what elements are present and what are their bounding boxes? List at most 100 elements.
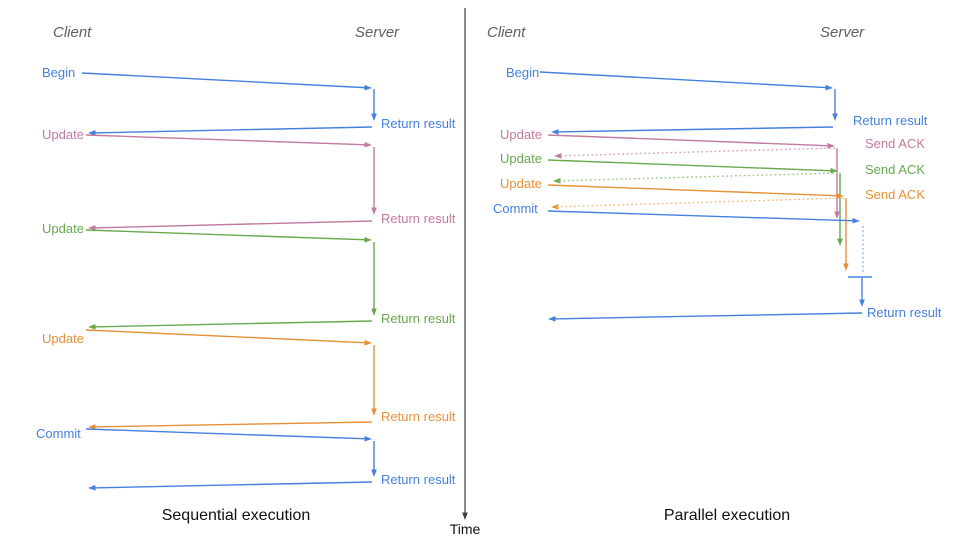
parallel-update-2-label: Update bbox=[500, 151, 542, 166]
sequential-update-1-label: Update bbox=[42, 127, 84, 142]
sequential-update-2-processing-arrow bbox=[371, 242, 377, 316]
parallel-update-1-request-arrowhead bbox=[827, 142, 835, 149]
parallel-update-2-processing-arrowhead bbox=[837, 238, 843, 246]
sequential-return-result-update-3-label: Return result bbox=[381, 409, 456, 424]
parallel-send-ack-2-label: Send ACK bbox=[865, 162, 925, 177]
sequential-commit-request-arrow bbox=[85, 428, 372, 442]
parallel-update-1-request-arrow bbox=[547, 134, 835, 149]
parallel-update-2-ack-line bbox=[557, 172, 839, 182]
sequential-commit-processing-arrow bbox=[371, 441, 377, 477]
parallel-update-3-ack-arrowhead bbox=[551, 203, 559, 210]
parallel-update-2-request-line bbox=[547, 159, 834, 172]
sequential-update-2-request-arrow bbox=[85, 229, 372, 243]
sequential-update-3-request-arrow bbox=[85, 329, 372, 346]
sequential-commit-return-line bbox=[92, 481, 373, 489]
parallel-commit-request-arrowhead bbox=[852, 217, 860, 224]
sequential-update-1-request-line bbox=[85, 134, 368, 146]
parallel-commit-finalize-arrow bbox=[859, 278, 865, 307]
sequential-update-3-return-arrowhead bbox=[88, 424, 96, 430]
sequential-return-result-update-1-label: Return result bbox=[381, 211, 456, 226]
parallel-update-1-request-line bbox=[547, 134, 831, 147]
parallel-send-ack-3-label: Send ACK bbox=[865, 187, 925, 202]
parallel-return-result-commit-label: Return result bbox=[867, 305, 942, 320]
parallel-update-2-ack-arrowhead bbox=[553, 177, 561, 184]
sequential-update-2-processing-arrowhead bbox=[371, 308, 377, 316]
parallel-update-2-processing-arrow bbox=[837, 173, 843, 246]
parallel-update-1-processing-arrow bbox=[834, 148, 840, 219]
parallel-begin-return-line bbox=[555, 126, 834, 133]
sequential-update-2-return-line bbox=[92, 320, 373, 328]
sequential-commit-request-arrowhead bbox=[364, 435, 372, 442]
sequential-return-result-update-2-label: Return result bbox=[381, 311, 456, 326]
sequential-commit-processing-arrowhead bbox=[371, 469, 377, 477]
parallel-update-2-ack-arrow bbox=[553, 172, 839, 184]
parallel-commit-return-arrowhead bbox=[548, 316, 556, 322]
parallel-update-2-request-arrowhead bbox=[830, 167, 838, 174]
parallel-server-header: Server bbox=[820, 24, 865, 41]
sequential-update-2-request-line bbox=[85, 229, 368, 241]
sequential-update-2-request-arrowhead bbox=[364, 236, 372, 243]
parallel-begin-request-arrowhead bbox=[825, 84, 833, 91]
parallel-commit-label: Commit bbox=[493, 201, 538, 216]
sequential-begin-request-arrowhead bbox=[364, 84, 372, 91]
sequential-begin-return-arrowhead bbox=[88, 130, 96, 136]
sequential-update-3-request-arrowhead bbox=[364, 339, 372, 346]
sequential-return-result-commit-label: Return result bbox=[381, 472, 456, 487]
sequential-update-3-label: Update bbox=[42, 331, 84, 346]
sequential-commit-return-arrowhead bbox=[88, 485, 96, 491]
sequential-update-1-request-arrow bbox=[85, 134, 372, 148]
sequential-update-3-processing-arrowhead bbox=[371, 408, 377, 416]
parallel-update-3-ack-arrow bbox=[551, 197, 845, 210]
sequential-update-3-return-arrow bbox=[88, 421, 373, 430]
parallel-commit-return-arrow bbox=[548, 312, 863, 322]
sequential-update-2-label: Update bbox=[42, 221, 84, 236]
sequential-server-header: Server bbox=[355, 24, 400, 41]
sequential-commit-label: Commit bbox=[36, 426, 81, 441]
parallel-update-3-label: Update bbox=[500, 176, 542, 191]
time-axis-arrow bbox=[462, 8, 468, 520]
sequential-begin-request-line bbox=[81, 72, 368, 89]
sequential-update-3-processing-arrow bbox=[371, 345, 377, 416]
parallel-send-ack-1-label: Send ACK bbox=[865, 136, 925, 151]
time-axis-arrowhead bbox=[462, 512, 468, 520]
parallel-update-3-ack-line bbox=[555, 197, 845, 208]
parallel-update-1-ack-arrow bbox=[554, 147, 836, 159]
parallel-begin-return-arrowhead bbox=[551, 129, 559, 135]
parallel-commit-finalize-arrowhead bbox=[859, 299, 865, 307]
sequential-commit-request-line bbox=[85, 428, 368, 440]
sequential-update-1-return-line bbox=[92, 220, 373, 229]
parallel-update-1-label: Update bbox=[500, 127, 542, 142]
parallel-update-1-ack-arrowhead bbox=[554, 152, 562, 159]
parallel-update-3-processing-arrowhead bbox=[843, 263, 849, 271]
sequential-update-1-return-arrow bbox=[88, 220, 373, 231]
parallel-update-1-processing-arrowhead bbox=[834, 211, 840, 219]
sequential-update-2-return-arrowhead bbox=[88, 324, 96, 330]
sequential-update-1-return-arrowhead bbox=[88, 225, 96, 231]
sequential-update-2-return-arrow bbox=[88, 320, 373, 330]
parallel-commit-request-arrow bbox=[547, 210, 860, 224]
parallel-begin-label: Begin bbox=[506, 65, 539, 80]
parallel-commit-request-line bbox=[547, 210, 856, 222]
sequential-caption: Sequential execution bbox=[162, 507, 311, 524]
time-axis-label: Time bbox=[450, 521, 481, 537]
parallel-begin-request-arrow bbox=[539, 71, 833, 91]
parallel-update-3-request-arrow bbox=[547, 184, 844, 199]
sequential-begin-processing-arrow bbox=[371, 89, 377, 121]
sequential-update-3-return-line bbox=[92, 421, 373, 428]
parallel-update-1-ack-line bbox=[558, 147, 836, 157]
parallel-update-3-request-arrowhead bbox=[836, 192, 844, 199]
sequential-update-3-request-line bbox=[85, 329, 368, 344]
parallel-update-3-request-line bbox=[547, 184, 840, 197]
sequential-begin-request-arrow bbox=[81, 72, 372, 91]
sequential-begin-processing-arrowhead bbox=[371, 113, 377, 121]
time-axis-group: Time bbox=[450, 8, 481, 537]
parallel-begin-processing-arrowhead bbox=[832, 113, 838, 121]
sequential-client-header: Client bbox=[53, 24, 92, 41]
parallel-caption: Parallel execution bbox=[664, 507, 790, 524]
sequential-update-1-processing-arrowhead bbox=[371, 207, 377, 215]
sequential-update-1-request-arrowhead bbox=[364, 141, 372, 148]
parallel-begin-return-arrow bbox=[551, 126, 834, 135]
